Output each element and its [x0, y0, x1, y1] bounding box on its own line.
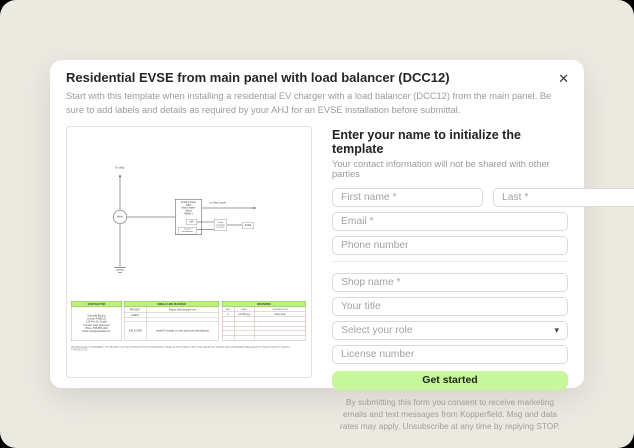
contractor-line: Email: john@cascadia.com	[82, 330, 111, 333]
wire-loadmanager-evse	[226, 224, 242, 226]
single-line-diagram: To utility Meter Existing Panel 100A M	[67, 127, 311, 377]
evse-label: EVSE	[244, 224, 252, 227]
to-other-loads-label: to other loads	[209, 200, 226, 204]
modal-description: Start with this template when installing…	[66, 91, 552, 116]
ground-symbol	[117, 272, 122, 273]
wire-other-loads	[201, 207, 254, 209]
contractor-line: License # ABC123	[86, 317, 107, 321]
shop-name-input[interactable]	[332, 272, 568, 292]
modal-content: To utility Meter Existing Panel 100A M	[66, 125, 634, 432]
revisions-column: DATE	[234, 306, 255, 312]
sld-row-label: JOB SCOPE	[124, 321, 147, 340]
wire-utility-meter	[119, 176, 121, 210]
panel-label-line: 100A	[185, 204, 192, 207]
sld-header: SINGLE LINE DIAGRAM	[123, 300, 219, 307]
role-select[interactable]: Select your role ▾	[332, 320, 568, 340]
sld-row-label	[124, 317, 147, 322]
breaker-label: 50A	[189, 220, 194, 223]
meter-symbol: Meter	[112, 209, 127, 224]
modal-title: Residential EVSE from main panel with lo…	[66, 70, 450, 85]
contractor-header: CONTRACTOR	[70, 300, 122, 307]
load-manager-line: manager	[216, 223, 225, 226]
contractor-table: CONTRACTOR Cascadia Electric License # A…	[70, 300, 122, 341]
diagram-preview: To utility Meter Existing Panel 100A M	[66, 125, 312, 378]
wire-meter-panel	[126, 216, 175, 218]
template-init-modal: ✕ Residential EVSE from main panel with …	[50, 60, 634, 431]
wire-meter-ground	[119, 223, 121, 267]
sld-row-label: PROJECT	[124, 306, 147, 313]
panel-label-line: (New)	[185, 209, 192, 213]
contractor-line: Cascadia Electric	[87, 314, 106, 317]
phone-input[interactable]	[332, 235, 568, 255]
panel-label-line: Main breaker	[181, 206, 196, 210]
to-utility-label: To utility	[114, 166, 125, 170]
license-number-input[interactable]	[332, 344, 568, 364]
revisions-header: REVISIONS	[221, 300, 306, 307]
contractor-line: Phone: 555-555-1234	[85, 327, 108, 330]
role-select-placeholder: Select your role	[341, 324, 413, 336]
sld-row-value	[146, 318, 218, 322]
init-form: Enter your name to initialize the templa…	[332, 126, 634, 432]
other-loads-arrow-icon	[253, 206, 257, 210]
name-row	[332, 187, 634, 212]
sld-row-value: Install EV charger on main panel with lo…	[155, 329, 210, 332]
panel-label-line: NEMA 1	[184, 212, 193, 215]
email-input[interactable]	[332, 211, 568, 231]
revisions-column: REV	[222, 306, 235, 312]
professional-statement: PROFESSIONAL STATEMENT: TO THE BEST OF T…	[70, 346, 290, 351]
title-input[interactable]	[332, 296, 568, 316]
revision-cell: 0	[222, 311, 235, 317]
sld-row-label: CLIENT	[124, 312, 147, 318]
chevron-down-icon: ▾	[554, 324, 559, 335]
load-manager-line: DCC-12	[216, 226, 225, 229]
panel-label-line: Existing Panel	[181, 201, 196, 204]
last-name-input[interactable]	[493, 187, 634, 207]
wire-breaker-loadmanager	[196, 221, 214, 223]
revision-cell: Initial issue	[274, 312, 286, 316]
revisions-column: DESCRIPTION	[272, 307, 288, 311]
load-manager-box: Load manager DCC-12	[213, 218, 227, 231]
ground-symbol	[113, 266, 126, 268]
form-divider	[332, 260, 568, 262]
wire-ct-loadmanager	[196, 228, 214, 230]
consent-disclaimer: By submitting this form you consent to r…	[340, 396, 560, 431]
contractor-line: Contact: John Appleseed	[83, 323, 110, 327]
breaker-box: 50A	[185, 218, 197, 225]
sld-row-value	[146, 313, 218, 318]
ground-symbol	[115, 269, 124, 271]
form-subheading: Your contact information will not be sha…	[332, 158, 550, 179]
current-transformers-box: Current transformers	[177, 226, 197, 235]
form-heading: Enter your name to initialize the templa…	[332, 127, 521, 156]
contractor-line: 123 Pine St, Seattle	[86, 320, 107, 324]
get-started-button[interactable]: Get started	[332, 370, 568, 390]
evse-box: EVSE	[241, 221, 254, 229]
close-icon[interactable]: ✕	[558, 71, 569, 86]
revision-cell: mm/dd/yyyy	[234, 311, 255, 317]
utility-arrow-icon	[118, 174, 122, 177]
load-manager-line: Load	[218, 221, 223, 224]
sld-title-table: SINGLE LINE DIAGRAM PROJECT ← Project Ad…	[123, 300, 219, 341]
ct-label-line: Current	[184, 228, 191, 231]
sld-row-value: ← Project Address goes here →	[165, 308, 200, 311]
meter-label: Meter	[117, 215, 123, 218]
first-name-input[interactable]	[332, 187, 483, 207]
ct-label-line: transformers	[181, 230, 194, 233]
revisions-table: REVISIONS REV DATE DESCRIPTION 0 mm/dd/y…	[221, 300, 306, 341]
